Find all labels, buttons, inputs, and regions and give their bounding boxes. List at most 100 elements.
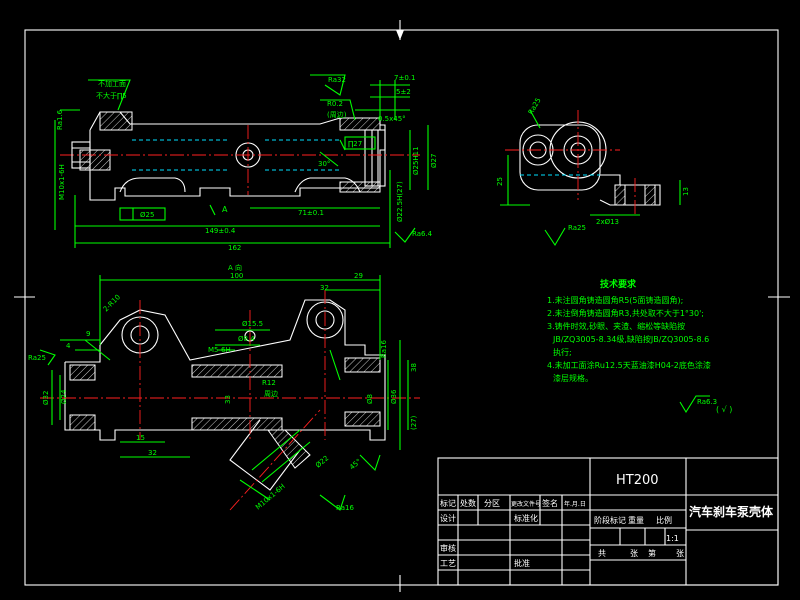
tech-req-item-1: 1.未注圆角铸造圆角R5(5面铸造圆角); — [547, 295, 683, 305]
side-view: Ra25 25 13 2xØ13 Ra25 — [496, 96, 690, 247]
tb-mark: 标记 — [440, 498, 456, 508]
dim-162: 162 — [228, 244, 241, 252]
hatch-angled-port — [267, 429, 311, 469]
hatch-main-left-top — [69, 364, 96, 381]
radius-2r10: 2-R10 — [102, 293, 122, 313]
angle-45: 45° — [348, 457, 363, 471]
radius-r02-note: (周边) — [327, 110, 347, 119]
center-mark-top — [396, 30, 404, 40]
dim-5: 5±2 — [396, 88, 411, 96]
position-tolerance: ∏27 — [348, 140, 362, 148]
dia-27: Ø27 — [430, 154, 438, 168]
dim-main-33: 33 — [224, 395, 232, 404]
part-name: 汽车刹车泵壳体 — [689, 504, 774, 519]
tb-design: 设计 — [440, 513, 456, 523]
dim-149: 149±0.4 — [205, 227, 236, 235]
title-block: HT200 汽车刹车泵壳体 标记 处数 分区 更改文件号 签名 年.月.日 设计… — [437, 457, 779, 586]
note-max-pi5: 不大于∏5 — [96, 91, 127, 100]
tech-req-title: 技术要求 — [600, 278, 637, 290]
dim-30-deg: 30° — [318, 160, 330, 168]
tb-standardization: 标准化 — [514, 513, 538, 523]
flatness-frame: Ø25 — [140, 211, 154, 219]
tech-req-item-3: 3.铸件时效,砂眼、夹渣、缩松等缺陷按 — [547, 321, 685, 331]
dim-main-32: 32 — [320, 284, 329, 292]
hatch-main-center-top — [191, 364, 283, 378]
dim-main-38: 38 — [410, 363, 418, 372]
hatch-main-center-bot — [191, 417, 283, 431]
dia-main-22: Ø22 — [314, 454, 330, 469]
hatch-main-right-top — [344, 357, 381, 373]
tb-sheet-unit-2: 张 — [676, 549, 684, 558]
dia-main-24: Ø24 — [60, 389, 68, 404]
dim-main-27: (27) — [410, 415, 418, 430]
view-a-direction: A 向 — [228, 263, 242, 272]
hatch-side-foot-l — [614, 184, 626, 206]
note-unmachined: 不加工面 — [98, 79, 126, 88]
drawing-frame — [14, 20, 790, 592]
tb-change-doc: 更改文件号 — [511, 500, 541, 508]
dim-main-9: 9 — [86, 330, 90, 338]
dim-main-29: 29 — [354, 272, 363, 280]
dim-2x13: 2xØ13 — [596, 218, 619, 226]
tech-req-item-6: 4.未加工面涂Ru12.5天蓝油漆H04-2底色涂漆 — [547, 360, 711, 370]
tb-signature: 签名 — [542, 498, 558, 508]
dim-71: 71±0.1 — [298, 209, 324, 217]
tb-sheet-no: 第 — [648, 548, 656, 558]
material-label: HT200 — [616, 473, 659, 488]
thread-m5: M5-6H — [208, 346, 231, 354]
hatch-main-right-bot — [344, 411, 381, 427]
tb-process: 工艺 — [440, 559, 456, 568]
dia-main-8: Ø8 — [366, 394, 374, 404]
tb-scale-value: 1:1 — [666, 534, 679, 543]
dim-main-32b: 32 — [148, 449, 157, 457]
roughness-main-right: Ra16 — [380, 340, 388, 358]
top-view: 不加工面 不大于∏5 Ra1.6 Ra32 R0.2 (周边) 7±0.1 5±… — [54, 74, 438, 252]
radius-r12: R12 — [262, 379, 276, 387]
dia-225: Ø22.5H(27) — [396, 181, 404, 222]
hatch-top-left — [99, 111, 133, 131]
tb-stage-mark: 阶段标记 — [594, 515, 626, 525]
tech-req-item-2: 2.未注倒角铸造圆角R3,共处取不大于1°30'; — [547, 308, 704, 318]
roughness-main-left: Ra25 — [28, 354, 46, 362]
general-roughness-paren: ( √ ) — [716, 405, 732, 414]
dim-main-4: 4 — [66, 342, 71, 350]
tb-weight: 重量 — [628, 515, 644, 525]
tb-sheet-total: 共 — [598, 549, 606, 558]
tb-scale-label: 比例 — [656, 515, 672, 525]
dim-main-100: 100 — [230, 272, 243, 280]
dim-side-25: 25 — [496, 177, 504, 186]
radius-r02: R0.2 — [327, 100, 343, 108]
tech-req-item-7: 漆层规格。 — [553, 373, 593, 383]
thread-m10-left: M10x1-6H — [58, 164, 66, 200]
hatch-side-foot-r — [644, 184, 656, 206]
hatch-bot-right — [339, 181, 381, 193]
dim-7: 7±0.1 — [394, 74, 415, 82]
hatch-main-left-bot — [69, 414, 96, 431]
roughness-ra32: Ra32 — [328, 76, 346, 84]
hatch-left-boss — [79, 149, 111, 171]
tb-sheet-unit: 张 — [630, 549, 638, 558]
tech-req-item-4: JB/ZQ3005-8.34级,缺陷按JB/ZQ3005-8.6 — [552, 334, 709, 344]
tech-req-item-5: 执行; — [553, 347, 572, 357]
hatch-top-right — [339, 117, 381, 131]
roughness-main-bottom: Ra16 — [336, 504, 354, 512]
dia-8-4: Ø8.4 — [238, 335, 255, 343]
tb-count: 处数 — [460, 498, 476, 508]
radius-r12-note: 周边 — [264, 389, 278, 398]
dim-chamfer: 0.5x45° — [378, 115, 406, 123]
tb-date: 年.月.日 — [564, 500, 586, 508]
roughness-side-top: Ra25 — [527, 96, 543, 116]
roughness-ra16-left: Ra1.6 — [56, 109, 64, 130]
tb-review: 审核 — [440, 543, 456, 553]
dia-main-36: Ø36 — [390, 389, 398, 404]
main-view: A 向 100 29 32 2-R10 9 4 Ø15.5 Ø8.4 M5-6H… — [28, 263, 420, 512]
tb-zone: 分区 — [484, 499, 500, 508]
dia-main-32: Ø32 — [42, 391, 50, 405]
dia-25h11: Ø25H11 — [412, 146, 420, 175]
dia-15-5: Ø15.5 — [242, 320, 263, 328]
thread-m10-bottom: M10x1-6H — [254, 482, 287, 511]
dim-side-13: 13 — [682, 187, 690, 196]
roughness-ra64: Ra6.4 — [412, 230, 433, 238]
tb-approve: 批准 — [514, 558, 530, 568]
